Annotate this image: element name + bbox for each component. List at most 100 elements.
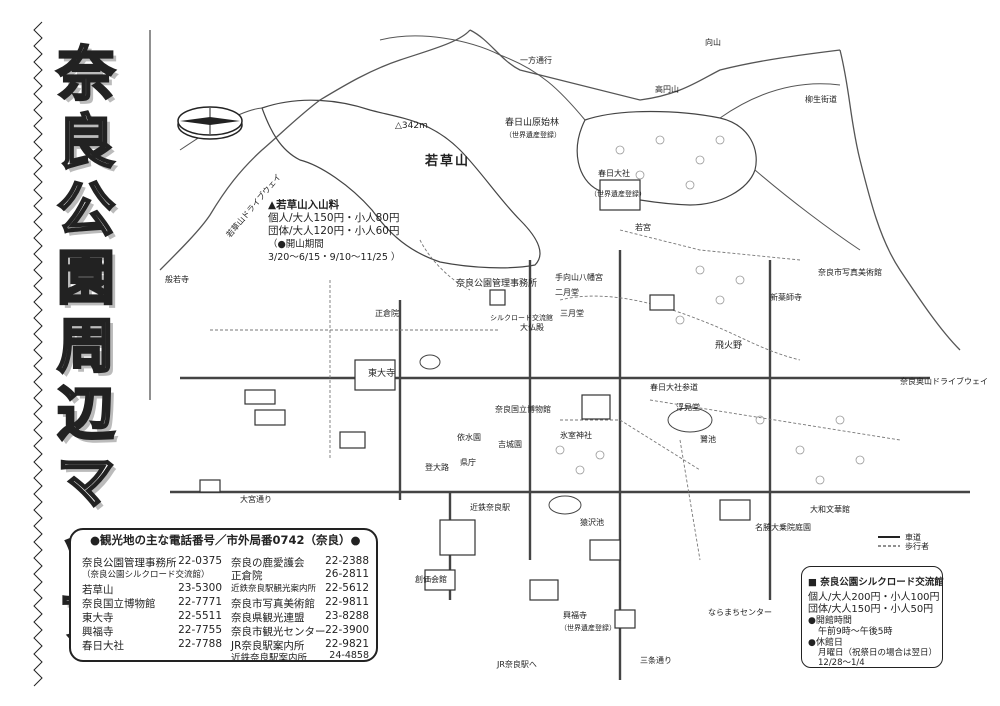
fee-line: 3/20〜6/15・9/10〜11/25 ）	[268, 252, 401, 263]
center-fee: 団体/大人150円・小人50円	[808, 604, 934, 615]
label-isuien: 依水園	[457, 432, 481, 442]
label-to-jr: JR奈良駅へ	[496, 659, 537, 669]
north-road	[469, 29, 841, 101]
center-title: ■ 奈良公園シルクロード交流館	[808, 577, 944, 588]
label-yoshikien: 吉城園	[498, 440, 522, 449]
label-shosoin: 正倉院	[375, 308, 399, 318]
kasuga-forest	[576, 110, 757, 206]
street-grid	[170, 250, 970, 680]
phone-name: 若草山	[82, 584, 114, 596]
phone-number: 24-4858	[329, 650, 369, 661]
center-closed: 月曜日（祝祭日の場合は翌日）	[818, 648, 938, 658]
phone-number: 22-5511	[178, 610, 222, 622]
phone-number: 22-7755	[178, 624, 222, 636]
center-fee: 個人/大人200円・小人100円	[808, 592, 940, 603]
label-kasuga-sando: 春日大社参道	[650, 382, 698, 392]
phone-directory-box	[69, 528, 378, 662]
phone-row: 近鉄奈良駅案内所 24-4858	[231, 650, 369, 664]
label-noborioji: 登大路	[425, 462, 449, 472]
phone-name: 奈良市観光センター	[231, 626, 326, 638]
label-yamato: 大和文華館	[810, 504, 850, 514]
label-ichi: 一方通行	[520, 55, 552, 65]
label-sarusawa: 猿沢池	[580, 517, 604, 527]
title-char: 園	[56, 243, 117, 314]
label-photo-museum: 奈良市写真美術館	[818, 267, 882, 277]
phone-name: 近鉄奈良駅案内所	[231, 653, 308, 664]
legend-road: 車道	[905, 532, 921, 542]
phone-name: 奈良国立博物館	[82, 598, 156, 610]
label-sousai: 創価会館	[415, 574, 447, 584]
compass-icon	[177, 106, 243, 140]
label-museum: 奈良国立博物館	[495, 404, 551, 414]
phone-number: 22-7788	[178, 638, 222, 650]
buildings	[199, 179, 751, 629]
label-drive-way: 奈良奥山ドライブウェイ	[900, 376, 988, 386]
small-pond	[419, 354, 441, 370]
label-tamukeyama: 手向山八幡宮	[555, 272, 603, 282]
sarusawa-pond	[548, 495, 582, 515]
title-char: 奈	[56, 39, 117, 110]
label-sagiike: 鷺池	[700, 434, 716, 444]
label-kasugayama: 春日山原始林	[505, 116, 559, 128]
fee-line: （●開山期間	[268, 239, 324, 250]
title-char: 辺	[56, 379, 117, 450]
phone-row: （奈良公園シルクロード交流館）	[82, 568, 222, 580]
title-char: 周	[56, 311, 117, 382]
label-kasuga-taisha-sub: （世界遺産登録）	[590, 189, 646, 198]
drive-way-road	[159, 29, 471, 271]
fee-line: 団体/大人120円・小人60円	[268, 225, 400, 237]
phone-number: 22-2388	[325, 555, 369, 567]
label-kasugayama-sub: （世界遺産登録）	[505, 130, 561, 139]
label-kasuga-taisha: 春日大社	[598, 168, 630, 178]
phone-name: （奈良公園シルクロード交流館）	[82, 570, 210, 580]
phone-number: 22-5612	[325, 582, 369, 594]
minor-paths	[210, 229, 901, 561]
label-todaiji: 東大寺	[368, 367, 395, 379]
fee-line: 個人/大人150円・小人80円	[268, 212, 400, 224]
tree-symbols	[555, 135, 865, 485]
center-closed2: 12/28〜1/4	[818, 658, 865, 668]
label-omiya: 大宮通り	[240, 494, 272, 504]
label-takamado: 高円山	[655, 84, 679, 94]
title-char: 良	[56, 107, 117, 178]
label-kintetsu: 近鉄奈良駅	[470, 502, 510, 512]
label-nigatsudo: 二月堂	[555, 287, 579, 297]
label-naramachi: ならまちセンター	[708, 608, 772, 617]
label-sanjo: 三条通り	[640, 655, 672, 665]
zigzag-border	[33, 21, 43, 687]
label-sangatsudo: 三月堂	[560, 308, 584, 318]
label-daibutsuden: 大仏殿	[520, 322, 544, 332]
phone-number: 23-8288	[325, 610, 369, 622]
label-shin-yakushiji: 新薬師寺	[770, 292, 802, 302]
title-char: マ	[56, 447, 117, 518]
label-wakamiya: 若宮	[635, 222, 651, 232]
label-park-office: 奈良公園管理事務所	[456, 277, 537, 289]
legend-path: 歩行者	[905, 541, 929, 551]
phone-name: 奈良公園管理事務所	[82, 557, 177, 569]
label-kofukuji: 興福寺	[563, 610, 587, 620]
label-kenchou: 県庁	[460, 457, 476, 467]
phone-name: 興福寺	[82, 626, 114, 638]
phone-row: 奈良国立博物館 22-7771	[82, 596, 222, 611]
title-char: 公	[56, 175, 117, 246]
sagiike-pond	[667, 407, 713, 433]
label-himuro: 氷室神社	[560, 430, 592, 440]
phone-number: 22-9811	[325, 596, 369, 608]
phone-directory-title: ●観光地の主な電話番号／市外局番0742（奈良）●	[90, 533, 361, 547]
center-closed-heading: ●休館日	[808, 638, 843, 648]
label-wakakusa: 若草山	[425, 154, 471, 169]
label-meishoudai: 名勝大乗院庭園	[755, 522, 811, 532]
phone-number: 22-7771	[178, 596, 222, 608]
